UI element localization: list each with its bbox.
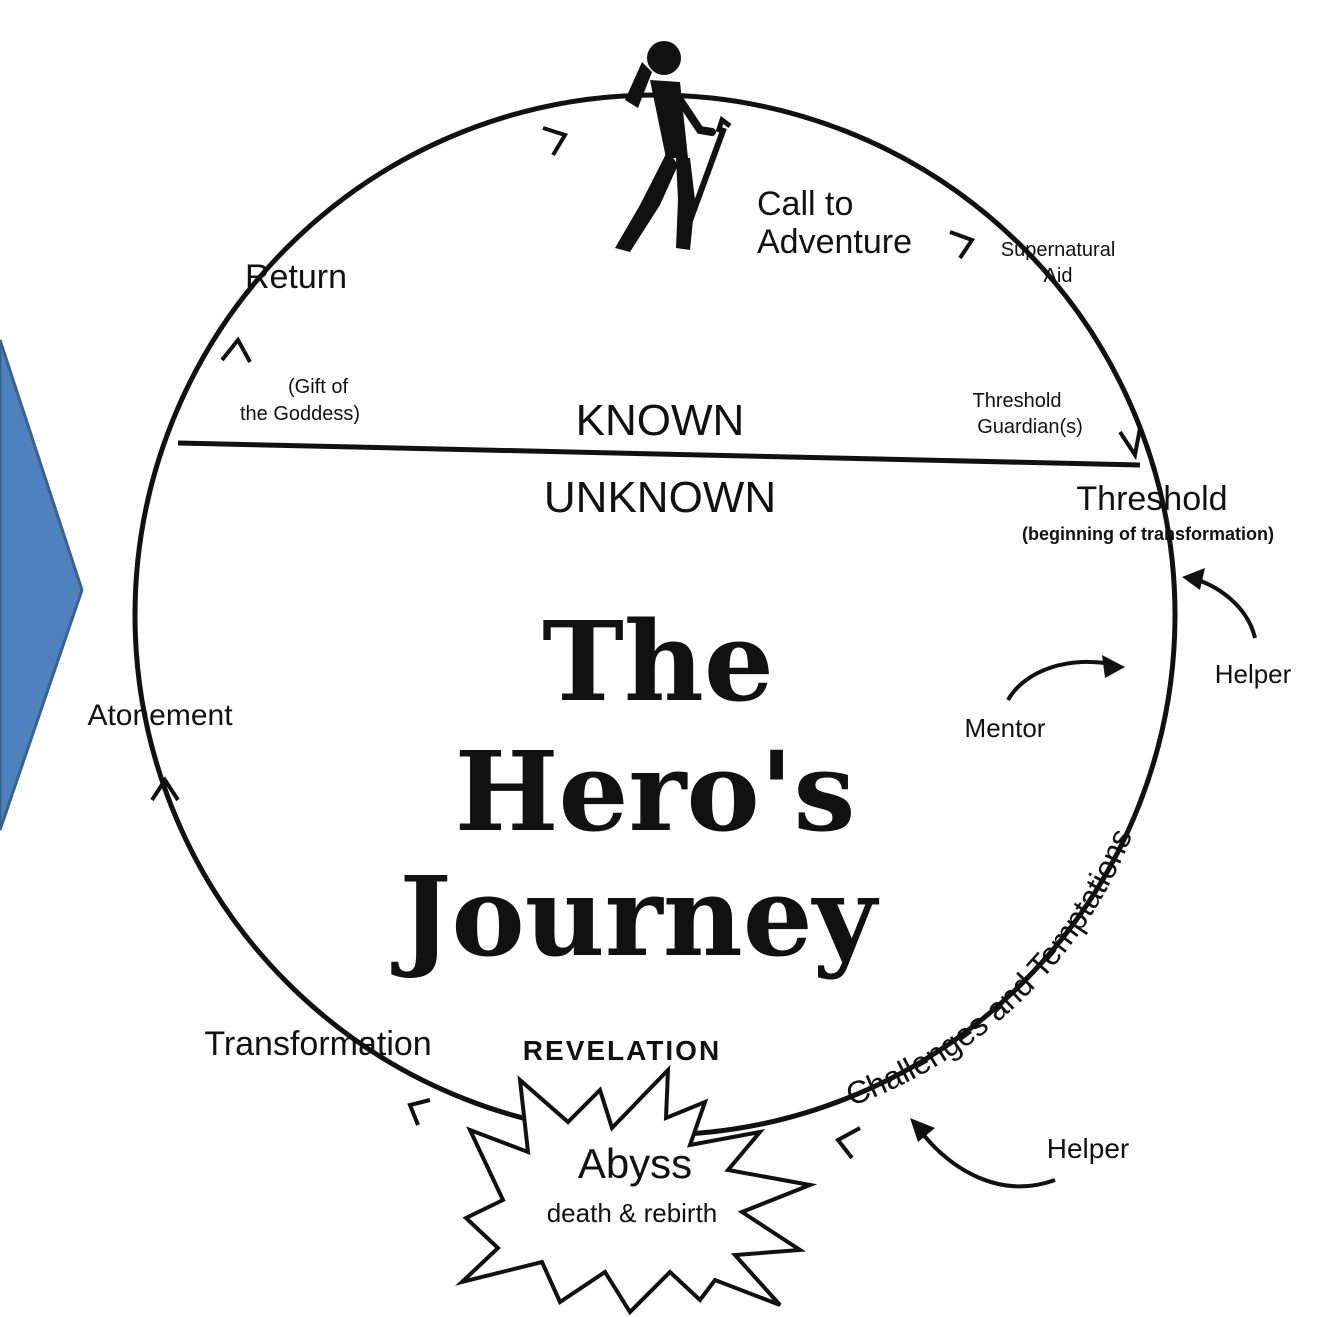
title-line-1: The (542, 597, 774, 726)
supernatural-aid-line-1: Supernatural (1001, 239, 1116, 261)
arrowhead-bottom-right (834, 1126, 861, 1160)
arrowhead-atonement (150, 776, 180, 802)
arrowhead-supernatural (949, 230, 976, 260)
mentor-arrow (1006, 660, 1116, 702)
mentor-arrowhead (1102, 655, 1125, 678)
threshold-subtitle: (beginning of transformation) (1022, 524, 1274, 544)
arrowhead-top-left (542, 126, 569, 157)
helper-top-label: Helper (1215, 659, 1292, 689)
challenges-and-temptations: Challenges and Temptations (841, 823, 1139, 1112)
mentor-label: Mentor (965, 713, 1046, 743)
hiker-icon (615, 41, 732, 252)
call-to-adventure-line-1: Call to (757, 185, 853, 223)
revelation-label: REVELATION (523, 1035, 721, 1066)
threshold-guardian-line-1: Threshold (973, 390, 1062, 412)
atonement-label: Atonement (87, 699, 233, 732)
gift-of-goddess-line-2: the Goddess) (240, 403, 360, 425)
gift-of-goddess-line-1: (Gift of (288, 376, 348, 398)
helper-top-arrowhead (1182, 568, 1205, 590)
title-line-3: Journey (390, 852, 879, 981)
known-label: KNOWN (576, 396, 745, 445)
arrowhead-threshold (1118, 427, 1142, 461)
chevron-arrow-shape (0, 339, 84, 831)
arrowhead-bottom-left (407, 1098, 431, 1126)
helper-bottom-label: Helper (1047, 1133, 1129, 1164)
abyss-subtitle: death & rebirth (547, 1198, 718, 1228)
unknown-label: UNKNOWN (544, 473, 776, 522)
threshold-guardian-line-2: Guardian(s) (977, 416, 1083, 438)
abyss-starburst (455, 1064, 818, 1316)
arrowhead-return (220, 336, 252, 363)
title-line-2: Hero's (455, 727, 856, 856)
abyss-label: Abyss (578, 1140, 692, 1187)
call-to-adventure-line-2: Adventure (757, 223, 912, 261)
return-label: Return (245, 258, 347, 296)
helper-bottom-arrow (916, 1126, 1056, 1189)
known-unknown-divider (177, 440, 1141, 468)
helper-bottom-arrowhead (910, 1118, 935, 1142)
supernatural-aid-line-2: Aid (1044, 265, 1073, 287)
transformation-label: Transformation (204, 1025, 431, 1063)
threshold-label: Threshold (1076, 480, 1227, 518)
circle-arrowheads (150, 126, 1142, 1160)
